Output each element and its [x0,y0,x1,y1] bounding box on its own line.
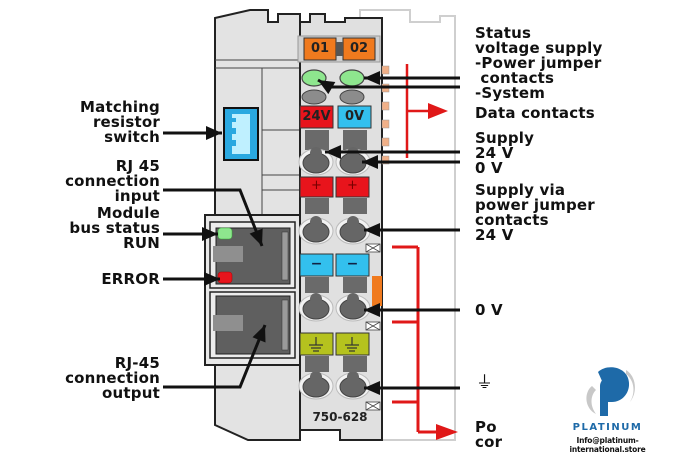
supply-0v-label: 0V [344,109,365,124]
spring-clamp[interactable] [298,216,334,245]
plus-symbol-1: + [311,178,322,193]
arrow-power-jumper-status [364,71,460,85]
pin-02-label: 02 [349,41,369,56]
spring-clamp[interactable] [335,147,371,176]
brand-name: PLATINUM [572,422,643,433]
minus-symbol-1: − [310,256,323,272]
supply-24v-label: 24V [302,109,331,124]
arrow-error-led [163,272,220,286]
arrow-supply-jumper-24v [364,223,460,237]
system-status-led [339,69,365,87]
label-ground: ⏚ [476,373,494,393]
arrow-supply-24v [325,145,460,159]
jumper-slot-x [365,321,381,331]
pin-01-label: 01 [310,41,330,56]
minus-block-1 [299,253,334,277]
label-power-jumper-contacts: Po cor [475,418,503,451]
arrow-system-status [317,78,460,95]
arrow-supply-0v [362,155,460,169]
label-supply-24v-0v: Supply 24 V 0 V [475,129,535,177]
led-off-1 [301,89,327,105]
arrow-ground [364,381,460,395]
callout-arrows [163,71,460,395]
arrow-rj45-output [163,324,267,389]
error-led [217,271,233,284]
led-off-2 [339,89,365,105]
data-contacts-bracket [405,64,448,158]
plus-symbol-2: + [347,178,358,193]
label-0v: 0 V [475,301,503,319]
jumper-slot-x [365,401,381,411]
arrow-run-led [163,227,218,241]
label-24v-block [299,105,334,129]
brand-logo: PLATINUM Info@platinum-international.sto… [540,362,675,454]
label-module-bus-status-run: Module bus status RUN [69,204,160,252]
plus-block-1 [299,176,334,198]
power-jumper-slots [365,243,381,411]
arrow-rj45-input [163,188,264,247]
spring-clamp[interactable] [298,371,334,400]
minus-block-2 [335,253,370,277]
spring-clamp[interactable] [298,293,334,322]
power-jumper-bracket [392,245,458,440]
spring-clamp[interactable] [335,216,371,245]
label-rj45-input: RJ 45 connection input [65,157,160,205]
spring-clamps [298,147,371,400]
label-supply-via-power-jumper: Supply via power jumper contacts 24 V [475,181,595,244]
matching-resistor-switch[interactable] [223,107,259,161]
model-number: 750-628 [312,410,368,424]
run-led [217,227,233,240]
label-data-contacts: Data contacts [475,104,595,122]
label-0v-block [337,105,372,129]
brand-email[interactable]: Info@platinum-international.store [569,436,646,454]
label-error: ERROR [101,270,160,288]
platinum-logo-icon [586,367,635,416]
jumper-slot-x [365,243,381,253]
arrow-matching-resistor-switch [163,126,222,140]
spring-clamp[interactable] [298,147,334,176]
arrow-0v [364,303,460,317]
power-jumper-contact [372,276,382,306]
minus-symbol-2: − [346,256,359,272]
label-status-voltage-supply: Status voltage supply -Power jumper cont… [475,24,603,102]
plus-block-2 [335,176,370,198]
label-rj45-output: RJ-45 connection output [65,354,160,402]
label-matching-resistor-switch: Matching resistor switch [80,98,160,146]
